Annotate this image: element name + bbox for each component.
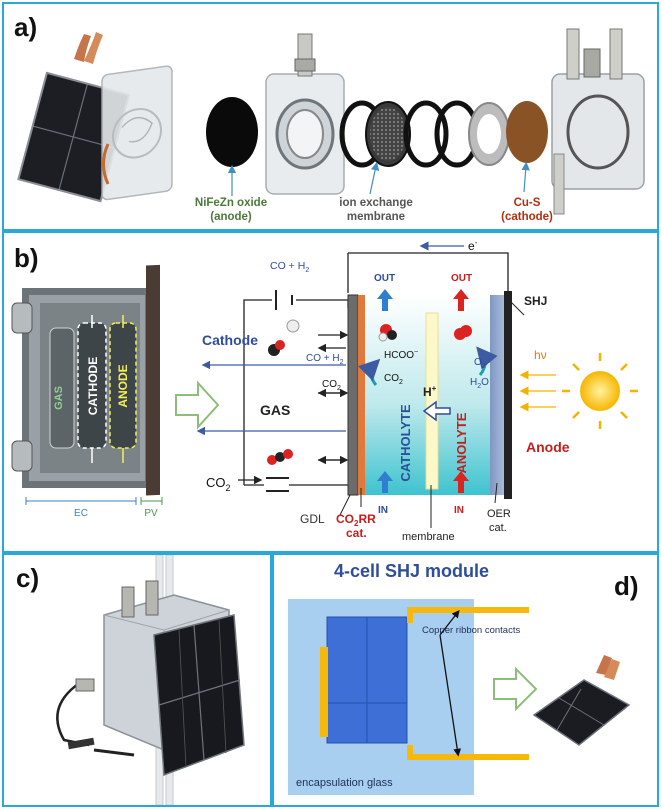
co2rr-label: CO2RR xyxy=(336,512,376,528)
proton-arrow-icon xyxy=(422,400,451,422)
module-photo xyxy=(532,655,631,746)
out-right-label: OUT xyxy=(451,273,472,284)
membrane-layer xyxy=(425,312,439,490)
gas-label: GAS xyxy=(260,402,290,418)
photo-label-pv: PV xyxy=(144,508,158,519)
in-right-label: IN xyxy=(454,505,464,516)
membrane-label: membrane xyxy=(402,531,455,543)
co2-molecule-icon xyxy=(267,449,293,465)
sun-icon xyxy=(562,353,638,429)
hcooh-molecule-icon xyxy=(378,324,397,342)
oer-label: OER xyxy=(487,508,511,520)
shj-label: SHJ xyxy=(524,294,547,308)
anolyte-label: ANOLYTE xyxy=(454,412,469,473)
circuit-wire xyxy=(243,252,509,486)
photo-label-ec: EC xyxy=(74,508,88,519)
panel-a: a) xyxy=(2,2,659,231)
o-ring xyxy=(403,100,449,168)
anode-caption-line2: (anode) xyxy=(210,211,252,223)
co2rr-cat-label: cat. xyxy=(346,526,367,540)
solar-cell xyxy=(326,702,368,744)
panel-b-schematic: GAS CATHODE ANODE EC PV e- xyxy=(11,238,638,543)
middle-frame xyxy=(265,33,345,195)
cathode-caption-line2: (cathode) xyxy=(501,211,553,223)
co-h2-top-label: CO + H2 xyxy=(270,260,309,274)
in-right-arrow-icon xyxy=(453,471,469,493)
h2o-label: H2O xyxy=(470,377,489,390)
gdl-label: GDL xyxy=(300,512,325,526)
light-rays xyxy=(519,370,556,412)
cathode-disc xyxy=(506,101,548,163)
o2-molecule-icon xyxy=(454,325,472,340)
shj-cell xyxy=(504,291,512,499)
panel-c-label: c) xyxy=(16,563,40,593)
solar-cell xyxy=(366,616,408,704)
oer-cat-label: cat. xyxy=(489,522,507,534)
shj-module-schematic xyxy=(288,599,631,795)
catholyte-label: CATHOLYTE xyxy=(398,404,413,482)
panel-a-exploded-cell xyxy=(17,28,645,215)
gdl-layer xyxy=(347,294,359,496)
cathode-caption: Cu-S (cathode) xyxy=(492,196,562,224)
panel-a-label: a) xyxy=(14,12,38,42)
cathode-caption-line1: Cu-S xyxy=(513,197,541,209)
endplate-right xyxy=(551,28,645,215)
out-right-arrow-icon xyxy=(453,289,469,311)
photo-label-anode: ANODE xyxy=(116,364,130,407)
module-title: 4-cell SHJ module xyxy=(334,561,490,581)
in-left-arrow-icon xyxy=(377,471,393,493)
hv-label: hν xyxy=(534,348,547,362)
co2-catholyte-label: CO2 xyxy=(384,373,403,386)
cathode-pointer xyxy=(521,161,530,193)
panel-b: b) xyxy=(2,231,659,553)
panel-c: c) xyxy=(2,553,272,807)
assembled-device-photo xyxy=(56,555,245,805)
h-plus-label: H+ xyxy=(423,384,437,399)
anode-disc xyxy=(206,97,258,167)
membrane-pointer xyxy=(369,161,380,195)
panel-b-label: b) xyxy=(14,243,39,273)
ec-pv-photo xyxy=(11,264,163,505)
solar-cell xyxy=(366,702,408,744)
anode-caption: NiFeZn oxide (anode) xyxy=(176,196,286,224)
endplate-left xyxy=(101,65,173,201)
co2rr-catalyst-layer xyxy=(358,295,365,495)
anode-caption-line1: NiFeZn oxide xyxy=(194,197,268,209)
electron-label: e- xyxy=(468,238,478,253)
panel-d-label: d) xyxy=(614,571,639,601)
out-left-arrow-icon xyxy=(377,289,393,311)
copper-ribbon xyxy=(320,647,328,737)
o2-label: O2 xyxy=(474,357,486,370)
co2-inner-label: CO2 xyxy=(322,379,341,392)
hollow-arrow-icon xyxy=(175,380,220,430)
membrane-caption-line1: ion exchange xyxy=(339,197,413,209)
copper-wires xyxy=(74,32,103,64)
glass-label: encapsulation glass xyxy=(296,777,393,789)
in-left-label: IN xyxy=(378,505,388,516)
co-h2-mid-label: CO + H2 xyxy=(306,353,344,366)
co2-inlet-label: CO2 xyxy=(206,475,231,493)
hollow-arrow-icon xyxy=(493,666,538,712)
ribbon-label: Copper ribbon contacts xyxy=(422,625,521,636)
co-molecule-icon xyxy=(268,319,300,356)
anode-label: Anode xyxy=(526,439,570,455)
oer-catalyst-layer xyxy=(490,295,504,495)
photo-label-gas: GAS xyxy=(53,386,65,410)
membrane-caption-line2: membrane xyxy=(346,211,406,223)
photo-label-cathode: CATHODE xyxy=(86,357,100,415)
solar-cell xyxy=(326,616,368,704)
out-left-label: OUT xyxy=(374,273,395,284)
panel-d: d) 4-cell SHJ module Copp xyxy=(272,553,659,807)
cathode-label: Cathode xyxy=(202,332,258,348)
membrane-caption: ion exchange membrane xyxy=(326,196,426,224)
hcoo-label: HCOO− xyxy=(384,349,418,361)
